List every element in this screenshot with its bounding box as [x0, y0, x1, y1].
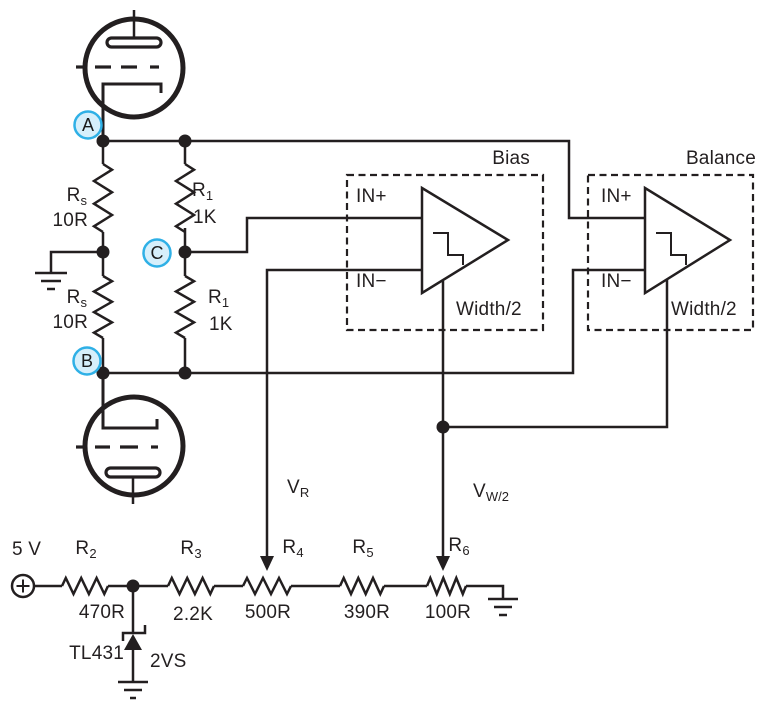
r3-designator: R3: [180, 538, 202, 561]
resistor-r4: [241, 575, 293, 597]
wire-node-a-to-balance-inplus: [103, 139, 645, 220]
arrow-vw2-wiper: [436, 556, 450, 571]
ground-symbol-right: [488, 597, 518, 617]
r5-designator: R5: [352, 537, 374, 560]
r1-top-value: 1K: [193, 207, 217, 228]
node-badge-a: [73, 110, 103, 140]
ground-symbol-tl431: [118, 680, 148, 700]
tl431-symbol: [118, 625, 148, 700]
wire-node-c-to-bias-inplus: [185, 216, 422, 254]
bias-width-label: Width/2: [456, 299, 522, 320]
vr-signal-label: VR: [287, 477, 310, 500]
r1-top-designator: R1: [192, 180, 214, 203]
arrow-vr-wiper: [260, 556, 274, 571]
rs-bottom-designator: Rs: [66, 287, 87, 310]
resistor-r1-top: [173, 162, 197, 234]
resistor-r5: [338, 574, 386, 598]
node-label-b: B: [80, 351, 93, 371]
balance-comparator-triangle: [643, 185, 733, 296]
plus-icon: [16, 579, 30, 593]
r2-value: 470R: [78, 602, 126, 623]
r6-value: 100R: [424, 602, 472, 623]
bias-comparator-triangle: [420, 185, 511, 296]
tube-bottom-symbol: [76, 373, 186, 504]
rs-top-designator: Rs: [66, 185, 87, 208]
r4-value: 500R: [244, 602, 292, 623]
bias-in-minus-label: IN−: [356, 271, 387, 292]
node-badge-b: [72, 346, 102, 376]
balance-width-label: Width/2: [671, 299, 737, 320]
r4-designator: R4: [282, 537, 304, 560]
cathode: [101, 82, 163, 141]
node-label-a: A: [81, 115, 94, 135]
r2-designator: R2: [75, 538, 97, 561]
node-badge-c: [142, 238, 172, 268]
anode-plate: [104, 466, 162, 479]
anode-plate: [105, 36, 163, 49]
rs-top-value: 10R: [52, 210, 88, 231]
wire-vr-to-bias-inminus: [265, 268, 422, 557]
supply-terminal: [10, 573, 36, 599]
balance-title: Balance: [685, 148, 756, 169]
wire-ground-left: [49, 250, 103, 272]
vw2-signal-label: VW/2: [473, 481, 509, 504]
ground-symbol-left: [35, 271, 67, 291]
tube-top-symbol: [76, 10, 186, 141]
r5-value: 390R: [343, 602, 391, 623]
hysteresis-icon: [433, 232, 464, 265]
bias-in-plus-label: IN+: [356, 186, 387, 207]
bias-box: [345, 173, 545, 332]
supply-voltage-label: 5 V: [12, 539, 42, 560]
rs-bottom-value: 10R: [52, 312, 88, 333]
balance-in-plus-label: IN+: [601, 186, 632, 207]
tl431-part-label: TL431: [69, 643, 124, 664]
balance-box: [586, 173, 755, 332]
resistor-r2: [60, 575, 110, 597]
resistor-r6: [425, 574, 468, 598]
r1-bottom-value: 1K: [209, 314, 233, 335]
wire-node-b-to-balance-inminus: [103, 268, 645, 375]
r6-designator: R6: [448, 535, 470, 558]
resistor-r1-bottom: [173, 274, 197, 340]
resistor-rs-bottom: [91, 274, 115, 340]
balance-in-minus-label: IN−: [601, 271, 632, 292]
cathode: [101, 373, 159, 430]
node-label-c: C: [150, 243, 164, 263]
bias-title: Bias: [492, 148, 530, 169]
tl431-node-label: 2VS: [150, 651, 187, 672]
junction-dots: [96, 134, 450, 593]
r1-bottom-designator: R1: [208, 287, 230, 310]
hysteresis-icon: [656, 232, 687, 265]
wire-balance-width-pin: [443, 278, 669, 429]
resistor-rs-top: [91, 162, 115, 234]
resistor-r3: [166, 575, 216, 597]
r3-value: 2.2K: [173, 604, 213, 625]
